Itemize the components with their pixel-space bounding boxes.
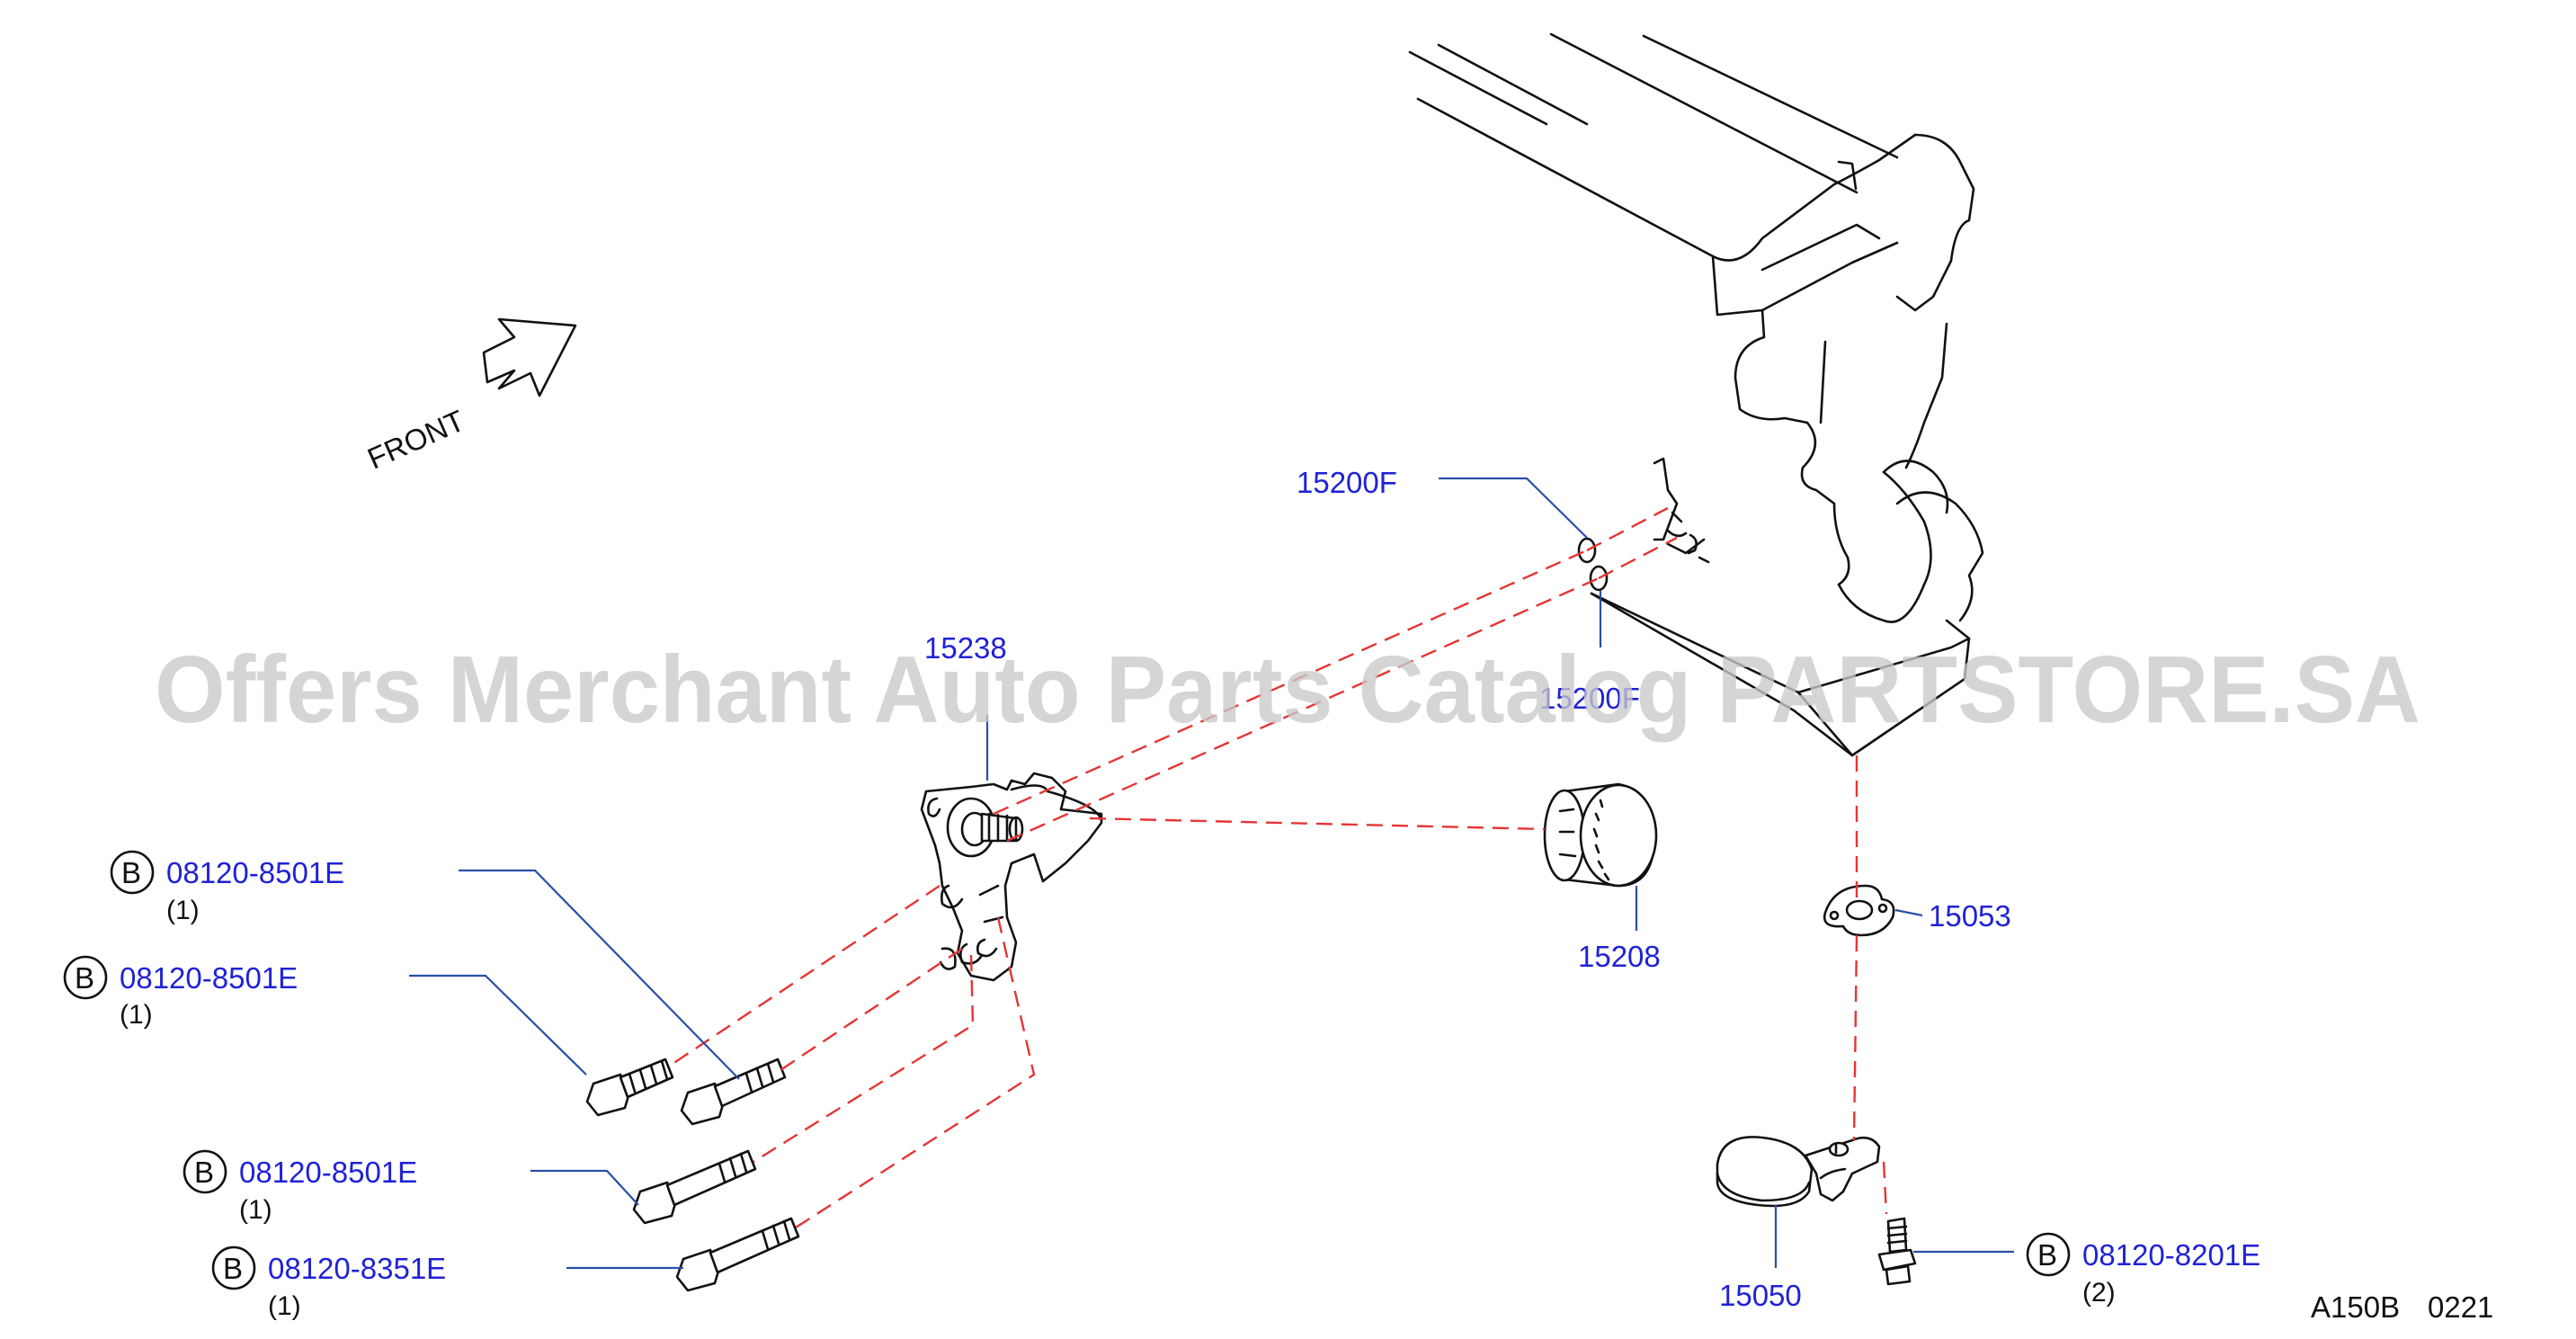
bolt-callout-2[interactable]: B 08120-8501E (1) [63, 955, 298, 1030]
bolt-shape-1[interactable] [585, 1058, 674, 1117]
part-label-15200F-bottom[interactable]: 15200F [1539, 682, 1640, 715]
o-ring-15200F-upper[interactable] [1577, 537, 1597, 564]
engine-block-illustration [1408, 32, 1984, 757]
bolt-shape-3[interactable] [632, 1149, 757, 1225]
diagram-revision: 0221 [2428, 1290, 2493, 1324]
circle-b-icon [63, 955, 108, 1000]
bolt-quantity: (1) [268, 1291, 301, 1321]
circle-b-icon [2026, 1232, 2071, 1277]
bolt-quantity: (1) [166, 896, 200, 925]
oil-strainer-15050[interactable] [1716, 1136, 1881, 1208]
bolt-part-number[interactable]: 08120-8501E [239, 1156, 417, 1189]
bolt-callout-3[interactable]: B 08120-8501E (1) [183, 1149, 417, 1225]
bolt-callout-1[interactable]: B 08120-8501E (1) [110, 850, 344, 925]
watermark-text: Offers Merchant Auto Parts Catalog PARTS… [155, 637, 2420, 743]
oil-filter-15208[interactable] [1543, 782, 1658, 888]
bolt-shape-2[interactable] [680, 1058, 787, 1126]
bolt-quantity: (2) [2082, 1278, 2116, 1308]
bolt-quantity: (1) [239, 1195, 272, 1225]
bolt-part-number[interactable]: 08120-8201E [2082, 1238, 2260, 1272]
part-label-15200F-top[interactable]: 15200F [1297, 466, 1397, 499]
circle-b-icon [211, 1245, 256, 1290]
gasket-15053[interactable] [1823, 884, 1895, 937]
front-direction-arrow-icon [482, 317, 577, 397]
oil-filter-bracket-15238[interactable] [920, 772, 1103, 982]
part-label-15238[interactable]: 15238 [924, 631, 1007, 665]
bolt-callout-4[interactable]: B 08120-8351E (1) [211, 1245, 446, 1321]
bolt-quantity: (1) [120, 1000, 153, 1030]
strainer-bolt-08120-8201E[interactable] [1877, 1217, 1917, 1286]
bolt-shape-4[interactable] [675, 1217, 800, 1292]
circle-b-icon [183, 1149, 227, 1194]
circle-b-letter: B [223, 1252, 243, 1285]
circle-b-icon [110, 850, 155, 895]
assembly-dashed-lines [669, 506, 1888, 1229]
bolt-part-number[interactable]: 08120-8501E [166, 856, 344, 889]
part-label-15053[interactable]: 15053 [1929, 899, 2011, 933]
part-label-15208[interactable]: 15208 [1578, 940, 1661, 973]
bolt-callout-5[interactable]: B 08120-8201E (2) [2026, 1232, 2260, 1308]
part-label-15050[interactable]: 15050 [1719, 1279, 1802, 1312]
bolt-part-number[interactable]: 08120-8501E [120, 961, 298, 995]
circle-b-letter: B [75, 961, 94, 995]
o-ring-15200F-lower[interactable] [1589, 565, 1609, 592]
leader-lines [409, 477, 2014, 1270]
bolt-part-number[interactable]: 08120-8351E [268, 1252, 446, 1285]
front-label: FRONT [362, 404, 469, 476]
circle-b-letter: B [194, 1156, 214, 1189]
circle-b-letter: B [121, 856, 141, 889]
diagram-code: A150B [2311, 1290, 2400, 1324]
circle-b-letter: B [2037, 1238, 2057, 1272]
